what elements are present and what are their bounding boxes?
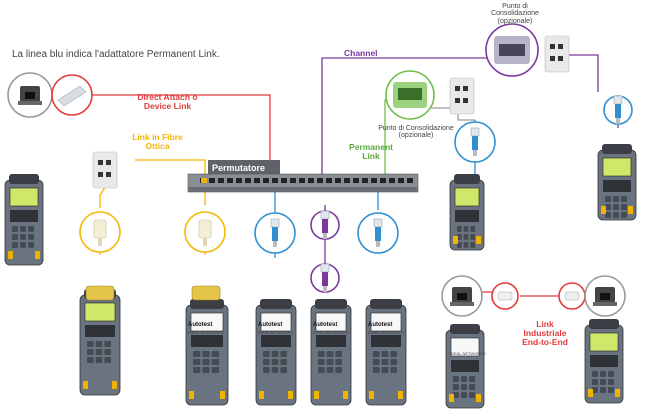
label-consolidation-top-line1: Punto di: [502, 3, 528, 10]
rj45-plug-icon-purple-2: [320, 263, 330, 292]
rj45-socket-icon-industrial-left: [450, 287, 474, 306]
rj45-plug-icon-blue-1: [270, 218, 280, 247]
label-fibre-line1: Link in Fibre: [132, 132, 183, 142]
rj45-plug-icon-blue-3: [470, 127, 480, 156]
fibre-connector-icon-right: [198, 219, 212, 246]
wall-plate-icon-mid: [449, 77, 475, 115]
label-consolidation-mid-line1: Punto di Consolidazione: [378, 125, 454, 132]
tester-brand-label-4: IDEAL NETWORKS: [188, 330, 224, 335]
tester-screen-label-5: Autotest: [258, 322, 283, 328]
rj45-plug-icon-blue-2: [373, 218, 383, 247]
handheld-tester-icon-7: [365, 299, 407, 406]
label-industrial-line1: Link: [536, 319, 554, 329]
label-industrial-line3: End-to-End: [522, 336, 568, 347]
label-consolidation-top-line3: (opzionale): [497, 17, 533, 25]
label-channel: Channel: [344, 48, 378, 58]
label-consolidation-mid-line2: (opzionale): [398, 132, 434, 140]
tester-brand-label-8: IDEAL NETWORKS: [450, 351, 486, 356]
label-industrial-link: Link Industriale End-to-End: [505, 320, 585, 347]
handheld-tester-icon-9: [584, 319, 624, 404]
rj45-plug-icon-industrial-left: [497, 291, 513, 301]
label-patch-panel: Permutatore: [212, 163, 266, 173]
label-fibre-line2: Ottica: [145, 140, 170, 151]
tester-brand-label-5: IDEAL NETWORKS: [258, 330, 294, 335]
tester-screen-label-7: Autotest: [368, 322, 393, 328]
handheld-tester-icon-2: [449, 174, 485, 251]
fibre-adapter-icon-left: [85, 285, 115, 301]
handheld-tester-icon-6: [310, 299, 352, 406]
label-industrial-line2: Industriale: [523, 327, 567, 338]
rj45-plug-icon-industrial-right: [564, 291, 580, 301]
label-fibre-link: Link in Fibre Ottica: [120, 133, 195, 151]
handheld-tester-icon-10: [79, 289, 121, 396]
rj45-plug-icon-purple-1: [320, 210, 330, 239]
tester-screen-label-6: Autotest: [313, 322, 338, 328]
fibre-connector-icon-direct: [57, 85, 87, 107]
patch-panel-icon: [187, 160, 419, 193]
label-permanent-link: Permanent Link: [336, 143, 406, 161]
label-consolidation-top: Punto di Consolidazione (opzionale): [470, 3, 560, 25]
handheld-tester-icon-4: [185, 299, 229, 406]
tester-screen-label-4: Autotest: [188, 322, 213, 328]
handheld-tester-icon-5: [255, 299, 297, 406]
label-direct-attach-line1: Direct Attach o: [137, 92, 198, 102]
rj45-plug-icon-top-right: [613, 95, 623, 124]
fibre-adapter-icon-right: [191, 285, 221, 301]
label-direct-attach-line2: Device Link: [143, 100, 192, 111]
handheld-tester-icon-8: [445, 324, 485, 409]
label-consolidation-top-line2: Consolidazione: [491, 10, 539, 18]
tester-brand-label-7: IDEAL NETWORKS: [368, 330, 404, 335]
line-channel: [321, 57, 500, 184]
wall-plate-icon-fibre: [92, 151, 118, 189]
label-direct-attach: Direct Attach o Device Link: [115, 93, 220, 111]
label-permanent-line2: Link: [362, 150, 380, 161]
tester-brand-label-6: IDEAL NETWORKS: [313, 330, 349, 335]
handheld-tester-icon-3: [597, 144, 637, 221]
legend-note: La linea blu indica l'adattatore Permane…: [12, 49, 220, 60]
label-permanent-line1: Permanent: [349, 142, 393, 152]
wall-plate-icon-top: [544, 35, 570, 73]
label-consolidation-mid: Punto di Consolidazione (opzionale): [366, 125, 466, 140]
fibre-connector-icon-left: [93, 219, 107, 246]
line-direct-attach: [92, 94, 271, 178]
handheld-tester-icon-1: [4, 174, 44, 266]
rj45-socket-icon-industrial-right: [593, 287, 617, 306]
rj45-socket-icon-left: [18, 86, 42, 105]
